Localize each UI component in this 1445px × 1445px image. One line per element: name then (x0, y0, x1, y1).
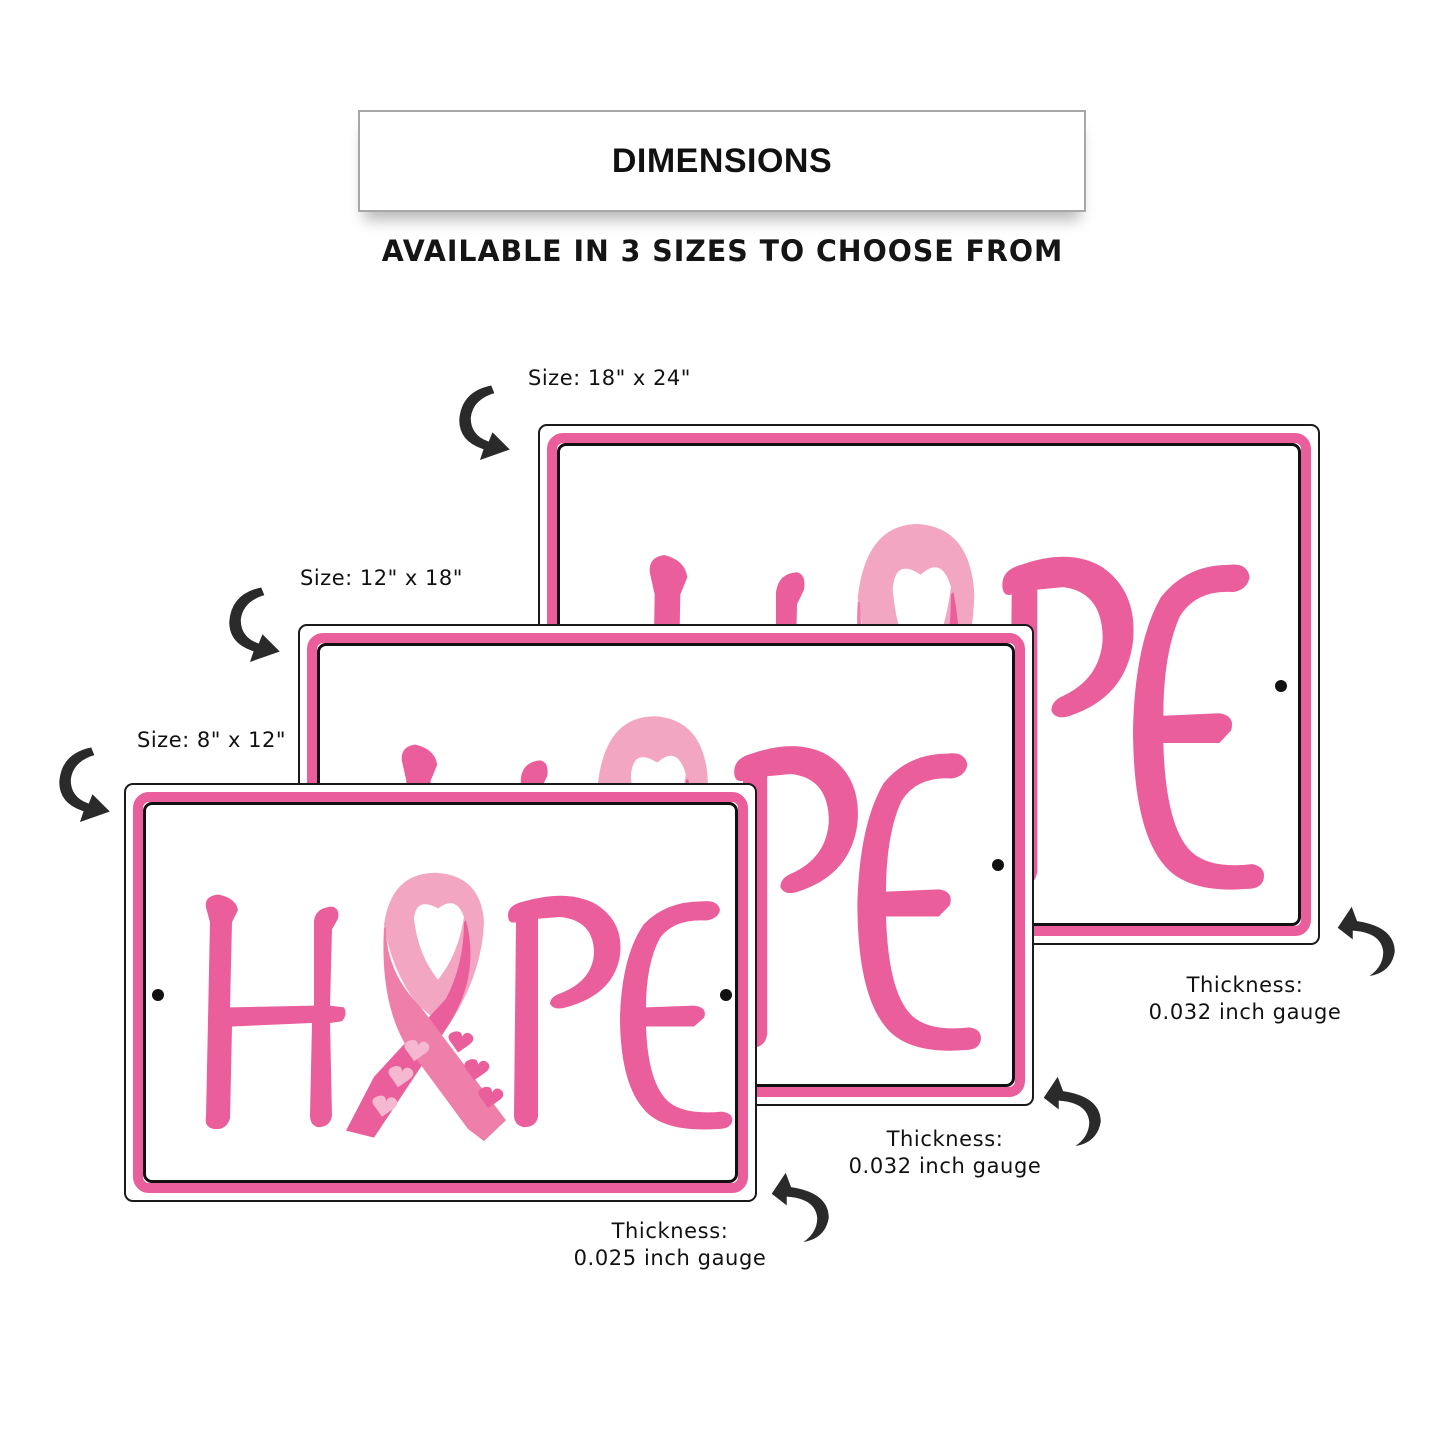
gauge-value: 0.032 inch gauge (1148, 1000, 1342, 1024)
curved-arrow-icon (452, 378, 524, 468)
thickness-8x12: Thickness: 0.025 inch gauge (545, 1218, 795, 1272)
curved-arrow-icon (222, 580, 294, 670)
pink-border (133, 792, 748, 1193)
thickness-label: Thickness: (611, 1219, 729, 1243)
thickness-label: Thickness: (1186, 973, 1304, 997)
size-label-18x24: Size: 18" x 24" (528, 366, 691, 390)
mounting-hole (720, 989, 732, 1001)
page-title: DIMENSIONS (611, 141, 833, 180)
size-label-12x18: Size: 12" x 18" (300, 566, 463, 590)
mounting-hole (1275, 680, 1287, 692)
mounting-hole (992, 859, 1004, 871)
thickness-12x18: Thickness: 0.032 inch gauge (820, 1126, 1070, 1180)
gauge-value: 0.032 inch gauge (848, 1154, 1042, 1178)
size-label-8x12: Size: 8" x 12" (137, 728, 287, 752)
dimensions-title-box: DIMENSIONS (358, 110, 1086, 212)
thickness-label: Thickness: (886, 1127, 1004, 1151)
sign-8x12 (124, 783, 757, 1202)
mounting-hole (152, 989, 164, 1001)
hope-ribbon-artwork (146, 825, 746, 1155)
gauge-value: 0.025 inch gauge (573, 1246, 767, 1270)
curved-arrow-icon (52, 740, 124, 830)
subtitle: AVAILABLE IN 3 SIZES TO CHOOSE FROM (381, 234, 1064, 268)
thickness-18x24: Thickness: 0.032 inch gauge (1120, 972, 1370, 1026)
